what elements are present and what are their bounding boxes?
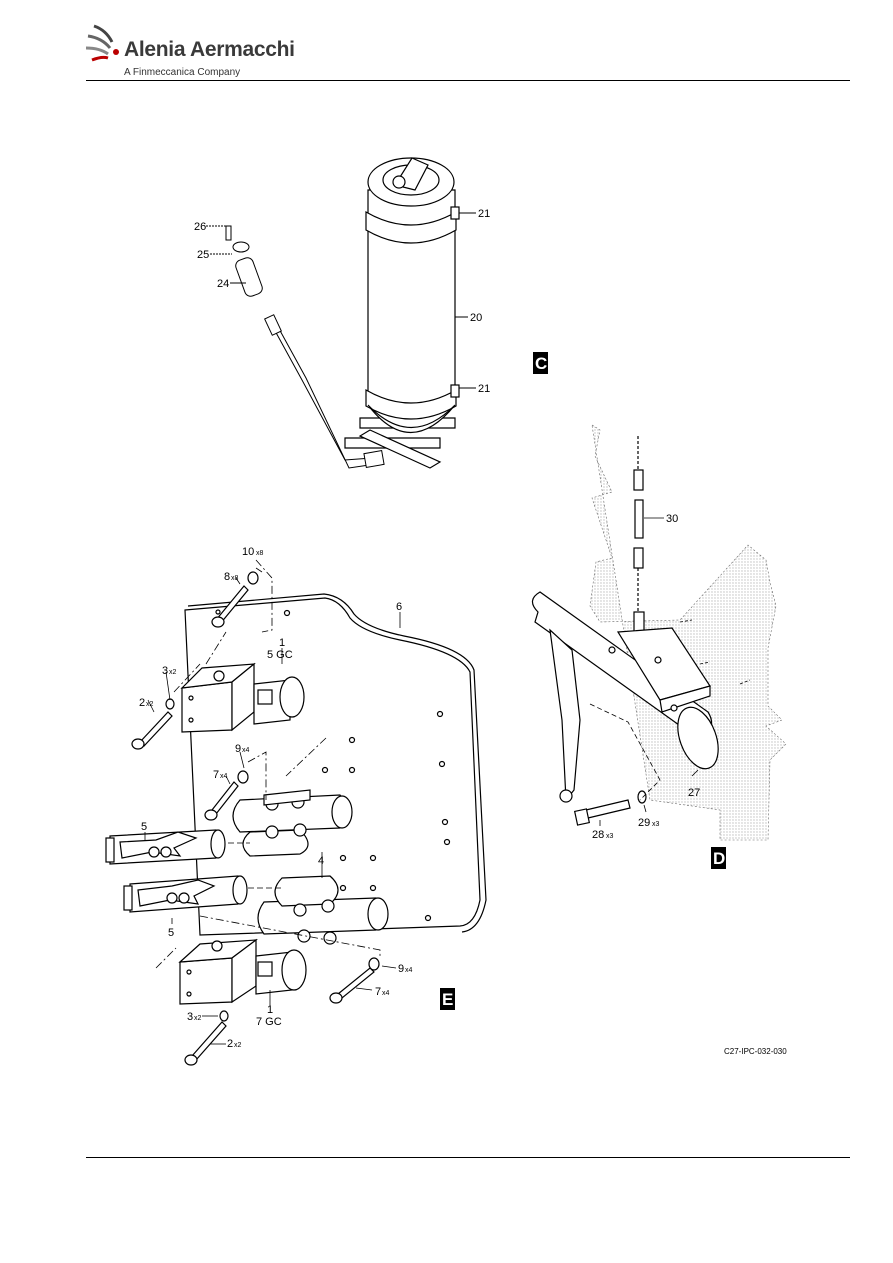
callout-2-bottom: 2	[227, 1038, 233, 1050]
callout-1-top: 1	[279, 637, 285, 649]
callout-labels: 26 25 24 21 20 21 30 27 28 x3 29 x3 10 x…	[139, 208, 700, 1050]
callout-1-bottom: 1	[267, 1004, 273, 1016]
company-subtitle: A Finmeccanica Company	[124, 67, 241, 78]
swoosh-logo-icon	[85, 24, 119, 62]
callout-9-bottom-qty: x4	[405, 967, 413, 974]
view-e-badge: E	[440, 988, 455, 1010]
callout-7-bottom: 7	[375, 986, 381, 998]
callout-7-gc: 7 GC	[256, 1016, 282, 1028]
callout-9-bottom: 9	[398, 963, 404, 975]
callout-3-top: 3	[162, 665, 168, 677]
callout-8-qty: x8	[231, 575, 239, 582]
view-c-bottle-assembly	[344, 157, 460, 469]
view-c-gauge-line	[206, 212, 476, 469]
callout-28-qty: x3	[606, 833, 614, 840]
callout-29: 29	[638, 817, 650, 829]
view-c-letter: C	[535, 354, 547, 373]
callout-27: 27	[688, 787, 700, 799]
callout-28: 28	[592, 829, 604, 841]
callout-2-top-qty: x2	[146, 701, 154, 708]
view-d-letter: D	[713, 849, 725, 868]
header-rule	[86, 80, 850, 81]
callout-7-top: 7	[213, 769, 219, 781]
figure-reference: C27-IPC-032-030	[724, 1047, 787, 1056]
callout-9-top: 9	[235, 743, 241, 755]
callout-7-top-qty: x4	[220, 773, 228, 780]
footer-rule	[86, 1157, 850, 1158]
view-e-letter: E	[442, 990, 453, 1009]
callout-21-top: 21	[478, 208, 490, 220]
callout-9-top-qty: x4	[242, 747, 250, 754]
view-c-badge: C	[533, 352, 548, 374]
callout-2-bottom-qty: x2	[234, 1042, 242, 1049]
callout-5-upper: 5	[141, 821, 147, 833]
callout-4: 4	[318, 855, 324, 867]
view-e-leader-lines	[144, 559, 401, 1045]
view-d-badge: D	[711, 847, 726, 869]
callout-10-qty: x8	[256, 550, 264, 557]
callout-2-top: 2	[139, 697, 145, 709]
company-logo: Alenia Aermacchi A Finmeccanica Company	[85, 22, 295, 82]
callout-3-bottom-qty: x2	[194, 1015, 202, 1022]
callout-24: 24	[217, 278, 229, 290]
callout-21-bottom: 21	[478, 383, 490, 395]
callout-20: 20	[470, 312, 482, 324]
callout-7-bottom-qty: x4	[382, 990, 390, 997]
callout-26: 26	[194, 221, 206, 233]
company-name: Alenia Aermacchi	[124, 38, 295, 61]
view-d-bracket-assembly	[531, 424, 787, 841]
callout-29-qty: x3	[652, 821, 660, 828]
callout-10: 10	[242, 546, 254, 558]
callout-3-top-qty: x2	[169, 669, 177, 676]
callout-25: 25	[197, 249, 209, 261]
callout-6: 6	[396, 601, 402, 613]
callout-5-gc: 5 GC	[267, 649, 293, 661]
callout-5-lower: 5	[168, 927, 174, 939]
callout-30: 30	[666, 513, 678, 525]
callout-8: 8	[224, 571, 230, 583]
view-e-panel-assembly	[105, 571, 487, 1066]
callout-3-bottom: 3	[187, 1011, 193, 1023]
